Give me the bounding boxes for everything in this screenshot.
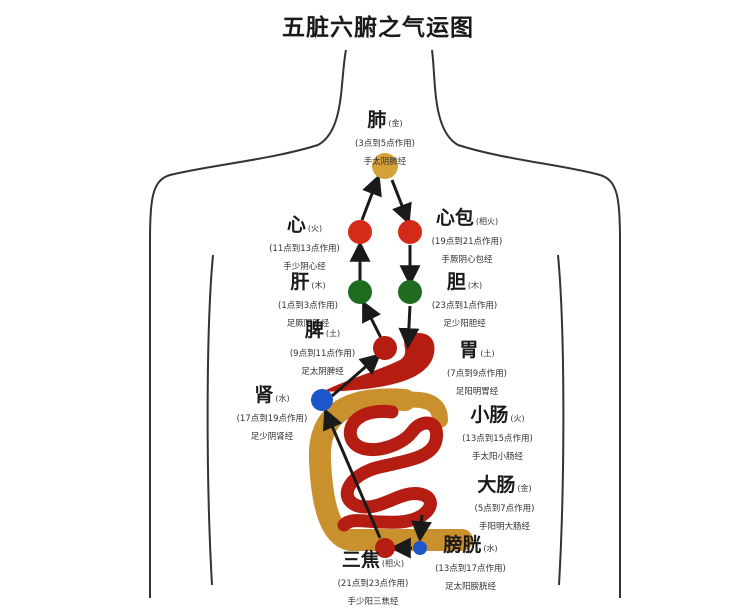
organ-name: 心 bbox=[286, 214, 306, 236]
organ-name: 胃 bbox=[459, 339, 479, 361]
large-intestine-shape bbox=[308, 388, 473, 551]
arrow-lung-pericardium bbox=[390, 179, 412, 225]
organ-name: 膀胱 bbox=[443, 534, 482, 556]
label-spleen: 脾(土) (9点到11点作用) 足太阴脾经 bbox=[280, 319, 365, 379]
organ-name: 脾 bbox=[304, 319, 324, 341]
organ-name: 三焦 bbox=[341, 549, 380, 571]
organ-meridian: 手太阳小肠经 bbox=[471, 452, 523, 463]
organ-name: 大肠 bbox=[477, 474, 516, 496]
large-intestine-shape-right bbox=[397, 391, 448, 428]
small-intestine-shape bbox=[337, 404, 444, 532]
organ-name: 胆 bbox=[446, 271, 466, 293]
label-liver: 肝(木) (1点到3点作用) 足厥阴肝经 bbox=[268, 271, 348, 331]
diagram-title: 五脏六腑之气运图 bbox=[282, 15, 474, 41]
organ-time: (5点到7点作用) bbox=[474, 503, 535, 514]
label-gallbladder: 胆(木) (23点到1点作用) 足少阳胆经 bbox=[422, 271, 507, 331]
organ-element: (木) bbox=[311, 281, 326, 290]
arrow-kidney-spleen bbox=[331, 353, 382, 398]
arm-line-left bbox=[206, 254, 214, 586]
body-outline-right bbox=[431, 49, 621, 598]
organ-meridian: 手少阳三焦经 bbox=[347, 597, 399, 608]
label-heart: 心(火) (11点到13点作用) 手少阴心经 bbox=[262, 214, 347, 274]
label-large-intestine: 大肠(金) (5点到7点作用) 手阳明大肠经 bbox=[462, 474, 547, 534]
organ-element: (木) bbox=[467, 281, 483, 290]
organ-time: (21点到23点作用) bbox=[337, 578, 409, 589]
arrow-gallbladder-stomach bbox=[398, 305, 420, 350]
organ-meridian: 手太阴肺经 bbox=[363, 157, 407, 168]
spleen-dot bbox=[373, 336, 397, 360]
organ-meridian: 手厥阴心包经 bbox=[441, 255, 493, 266]
label-kidney: 肾(水) (17点到19点作用) 足少阴肾经 bbox=[228, 384, 316, 444]
organ-name: 肾 bbox=[254, 384, 274, 406]
organ-element: (水) bbox=[483, 544, 498, 553]
heart-dot bbox=[348, 220, 372, 244]
organ-element: (水) bbox=[275, 394, 290, 403]
organ-time: (13点到15点作用) bbox=[462, 433, 533, 444]
arrow-large-intestine-bladder bbox=[410, 514, 432, 543]
organ-element: (火) bbox=[307, 224, 323, 233]
liver-dot bbox=[348, 280, 372, 304]
organ-meridian: 足太阳膀胱经 bbox=[444, 582, 496, 593]
kidney-dot bbox=[311, 389, 333, 411]
organ-name: 肝 bbox=[290, 271, 310, 293]
triple-burner-dot bbox=[375, 538, 395, 558]
organ-name: 心包 bbox=[435, 207, 474, 229]
organ-time: (3点到5点作用) bbox=[355, 138, 415, 149]
organ-name: 小肠 bbox=[470, 404, 509, 426]
flow-arrows bbox=[322, 174, 432, 559]
organ-time: (1点到3点作用) bbox=[278, 300, 338, 311]
label-lung: 肺(金) (3点到5点作用) 手太阴肺经 bbox=[335, 109, 435, 169]
organ-element: (火) bbox=[510, 414, 525, 423]
organ-time: (11点到13点作用) bbox=[269, 243, 340, 254]
lung-dot bbox=[372, 153, 398, 179]
organ-time: (23点到1点作用) bbox=[431, 300, 498, 311]
organ-meridian: 足少阳胆经 bbox=[443, 319, 486, 330]
organ-time: (19点到21点作用) bbox=[431, 236, 503, 247]
organ-time: (13点到17点作用) bbox=[435, 563, 506, 574]
body-outline-left bbox=[149, 49, 347, 598]
arrow-spleen-liver bbox=[362, 300, 384, 341]
organ-name: 肺 bbox=[367, 109, 387, 131]
label-stomach: 胃(土) (7点到9点作用) 足阳明胃经 bbox=[437, 339, 517, 399]
arrow-triple-burner-kidney bbox=[322, 408, 382, 539]
organ-element: (金) bbox=[388, 119, 403, 128]
label-pericardium: 心包(相火) (19点到21点作用) 手厥阴心包经 bbox=[422, 207, 512, 267]
body-silhouette bbox=[149, 49, 621, 598]
label-bladder: 膀胱(水) (13点到17点作用) 足太阳膀胱经 bbox=[428, 534, 513, 594]
organ-meridian: 足厥阴肝经 bbox=[286, 319, 330, 330]
organ-time: (7点到9点作用) bbox=[447, 368, 507, 379]
organ-element: (土) bbox=[325, 329, 341, 338]
organ-meridian: 手阳明大肠经 bbox=[478, 522, 530, 533]
organ-element: (金) bbox=[517, 484, 532, 493]
arrow-heart-lung bbox=[360, 174, 382, 221]
organ-meridian: 足阳明胃经 bbox=[455, 387, 499, 398]
organ-meridian: 足太阴脾经 bbox=[301, 367, 344, 378]
organ-time: (17点到19点作用) bbox=[236, 413, 308, 424]
organ-element: (相火) bbox=[381, 559, 405, 568]
bladder-dot bbox=[413, 541, 427, 555]
organ-element: (相火) bbox=[475, 217, 499, 226]
organ-time: (9点到11点作用) bbox=[289, 348, 356, 359]
label-small-intestine: 小肠(火) (13点到15点作用) 手太阳小肠经 bbox=[455, 404, 540, 464]
organ-meridian: 手少阴心经 bbox=[283, 262, 326, 273]
organ-meridian: 足少阴肾经 bbox=[250, 432, 294, 443]
organ-element: (土) bbox=[480, 349, 495, 358]
label-triple-burner: 三焦(相火) (21点到23点作用) 手少阳三焦经 bbox=[328, 549, 418, 609]
gallbladder-dot bbox=[398, 280, 422, 304]
pericardium-dot bbox=[398, 220, 422, 244]
arm-line-right bbox=[557, 254, 565, 586]
